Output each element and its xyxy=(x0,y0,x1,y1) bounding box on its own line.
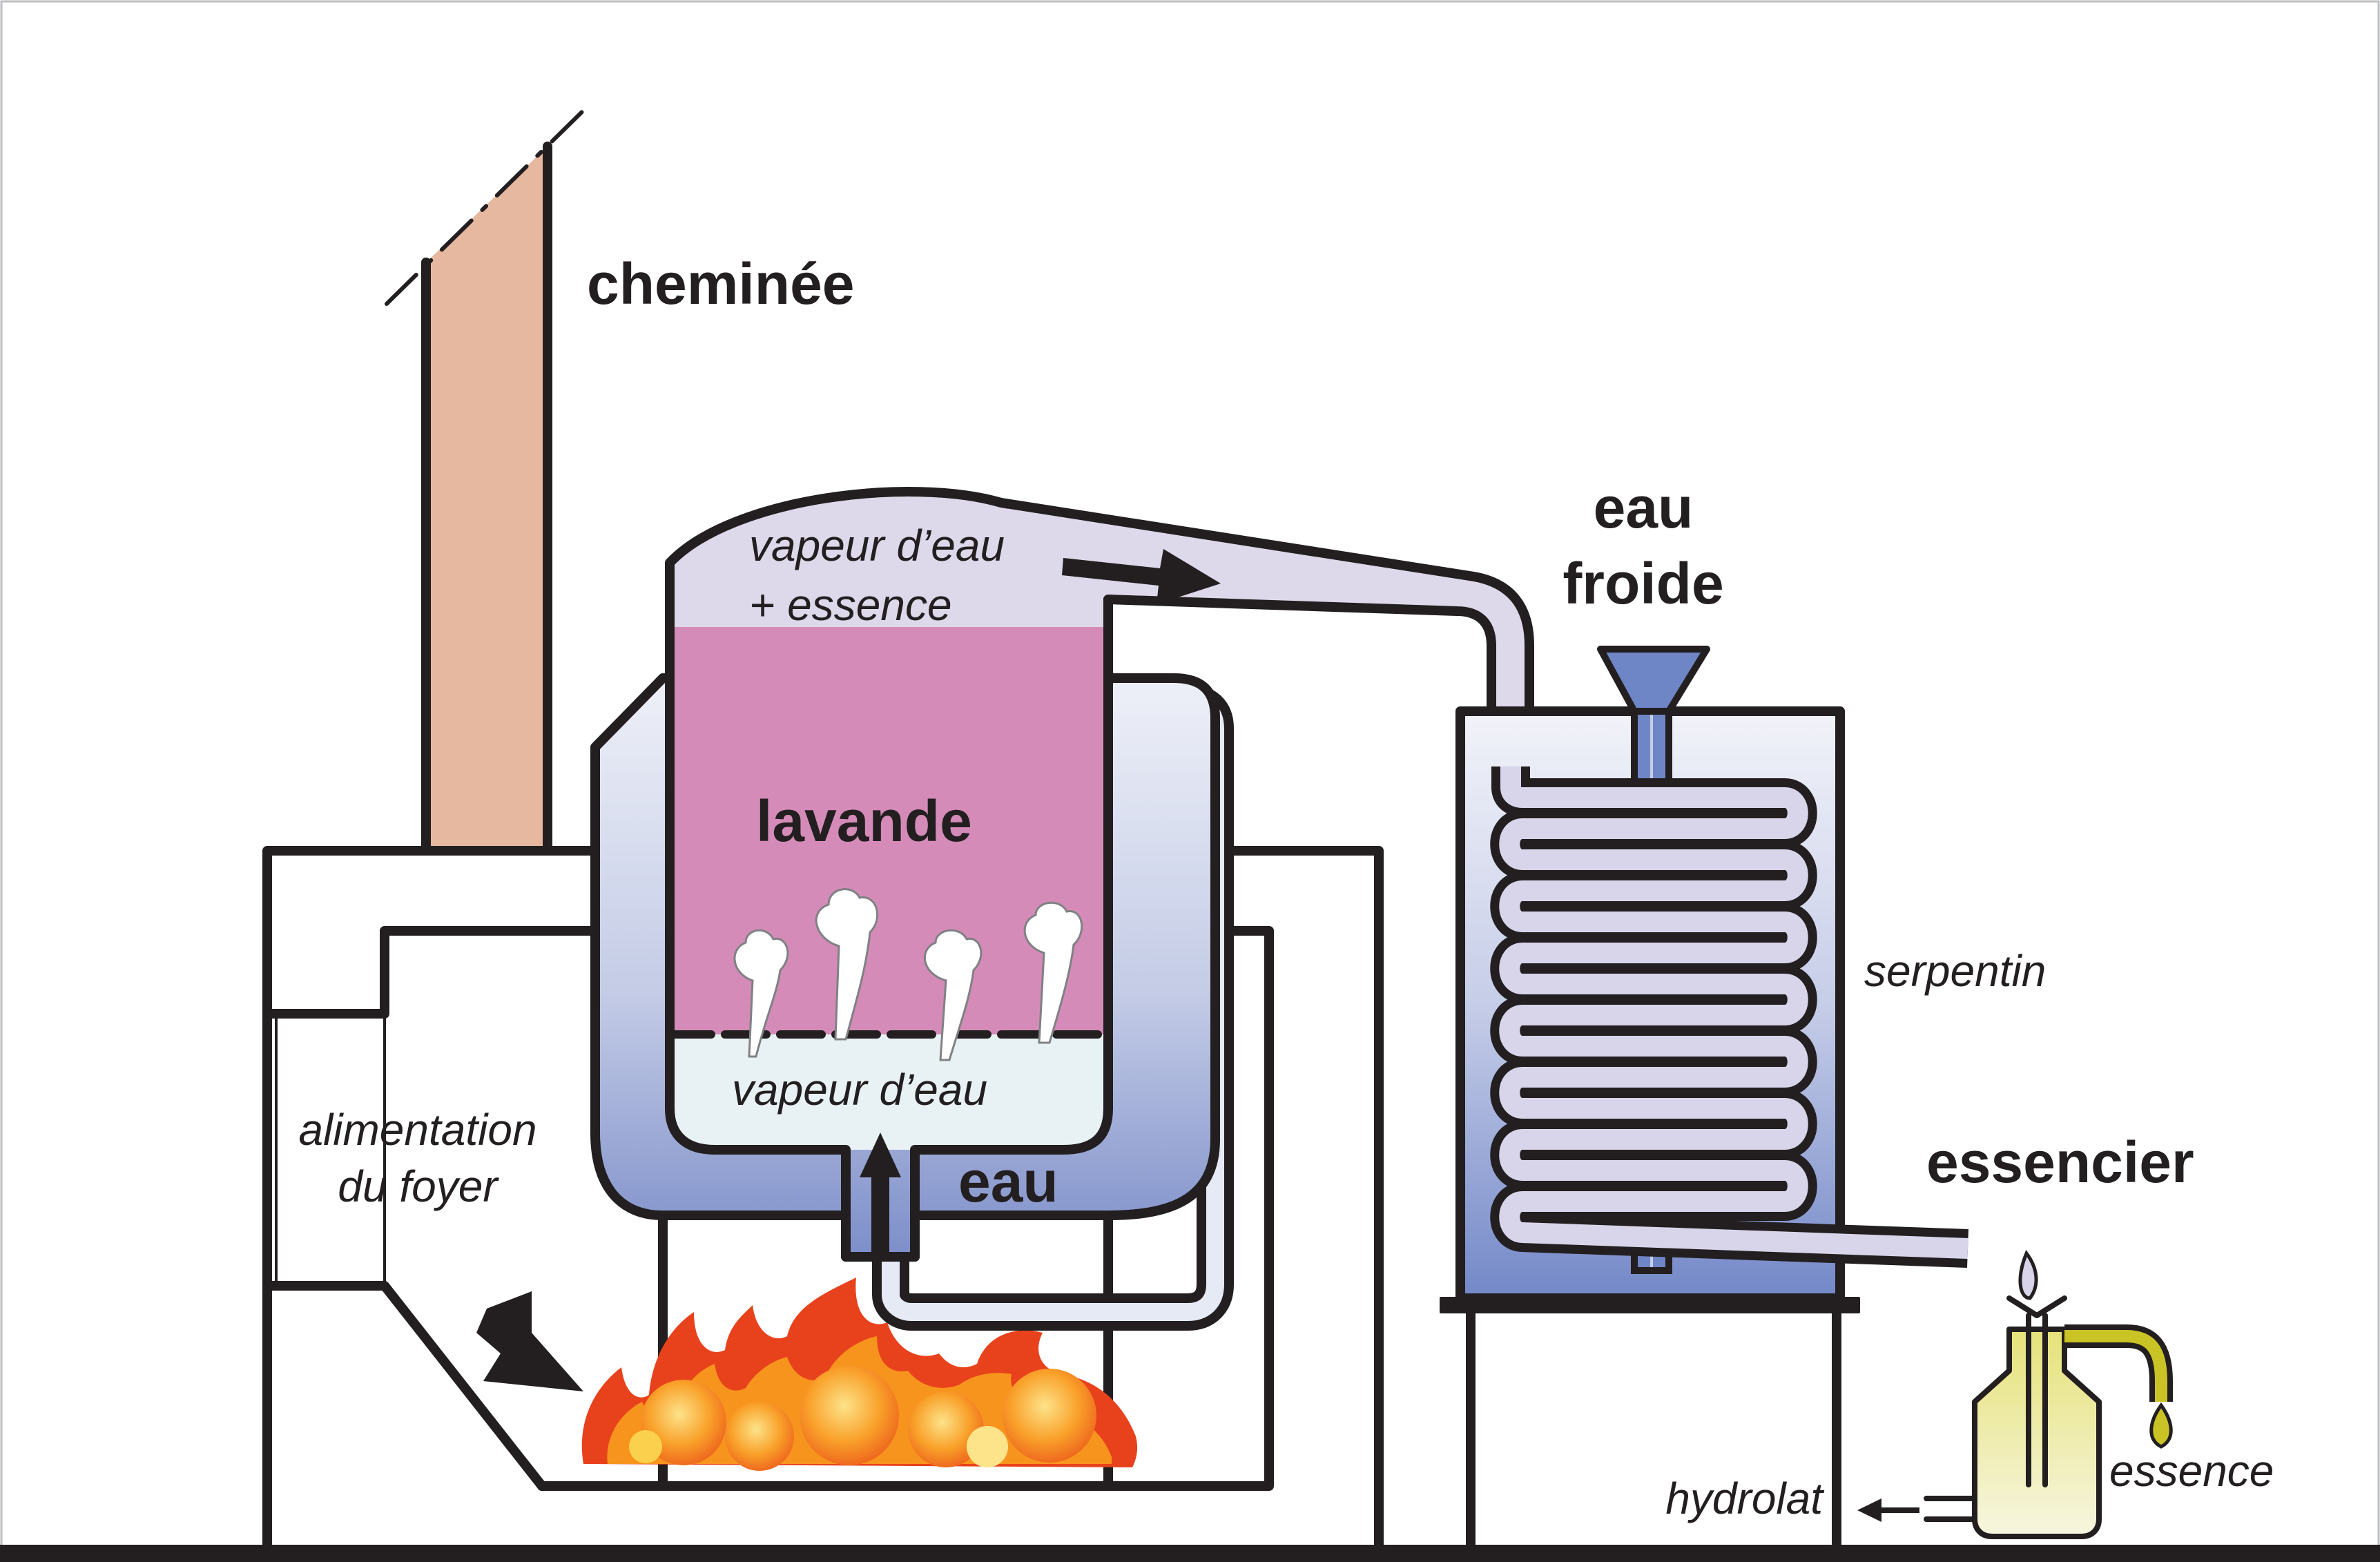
ground-line xyxy=(0,1545,2380,1562)
hydrolat-arrow xyxy=(1857,1498,1919,1522)
coil-label: serpentin xyxy=(1864,946,2046,996)
separator-label: essencier xyxy=(1926,1130,2194,1195)
feed-arrow xyxy=(476,1291,583,1391)
inner-vessel xyxy=(665,487,1113,1262)
water-label: eau xyxy=(958,1149,1058,1214)
steam-puffs xyxy=(733,888,1083,1061)
chimney-label: cheminée xyxy=(587,251,855,316)
vapor-mix-label-line2: + essence xyxy=(749,580,952,630)
hydrolat-label: hydrolat xyxy=(1665,1474,1824,1523)
fire xyxy=(581,1277,1138,1471)
lavender-label: lavande xyxy=(756,789,972,854)
chimney xyxy=(385,108,586,851)
vapor-mix-label-line1: vapeur d’eau xyxy=(749,521,1005,570)
essence-label: essence xyxy=(2109,1446,2274,1496)
vapor-label: vapeur d’eau xyxy=(732,1065,987,1115)
cold-water-label-line1: eau xyxy=(1594,475,1694,540)
essencier-flask xyxy=(1924,1295,2173,1539)
feed-label-line1: alimentation xyxy=(298,1105,536,1155)
cold-water-label-line2: froide xyxy=(1563,551,1723,616)
vapor-up-arrow xyxy=(860,1132,901,1255)
vapor-flow-arrow xyxy=(1062,549,1221,604)
outlet-drip xyxy=(2018,1250,2038,1300)
feed-label-line2: du foyer xyxy=(338,1161,499,1211)
serpentine-coil xyxy=(1490,766,1968,1268)
